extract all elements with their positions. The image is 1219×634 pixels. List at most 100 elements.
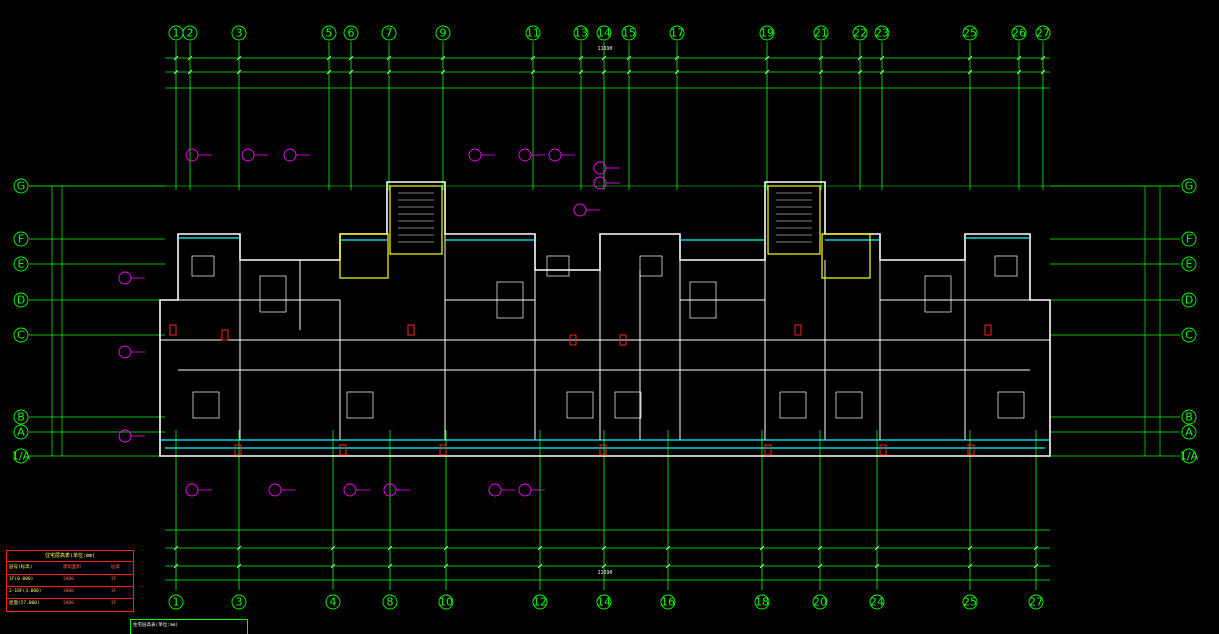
dimension-tick xyxy=(967,545,973,551)
dimension-tick xyxy=(443,545,449,551)
axis-label: B xyxy=(1185,411,1193,424)
axis-label: 24 xyxy=(870,596,884,609)
axis-bubble xyxy=(962,25,978,41)
dimension-tick xyxy=(879,55,885,61)
tag-bubble xyxy=(283,148,297,162)
axis-label: 1 xyxy=(173,596,180,609)
door-marker xyxy=(407,324,415,336)
outer-wall xyxy=(159,181,1051,457)
axis-bubble xyxy=(869,594,885,610)
elevator-shaft xyxy=(821,233,871,279)
axis-label: G xyxy=(1185,180,1194,193)
dimension-tick xyxy=(387,545,393,551)
door-marker xyxy=(599,444,607,456)
dimension-tick xyxy=(440,55,446,61)
axis-label: 1/A xyxy=(12,450,31,463)
axis-bubble xyxy=(1181,256,1197,272)
legend-cell: 屋面(57.000) xyxy=(9,601,40,606)
axis-label: 2 xyxy=(187,27,194,40)
dimension-tick xyxy=(665,563,671,569)
dimension-tick xyxy=(326,69,332,75)
axis-bubble xyxy=(621,25,637,41)
legend-title: 住宅层高表(单位:mm) xyxy=(7,551,133,562)
dimension-tick xyxy=(1033,563,1039,569)
furniture xyxy=(924,275,952,313)
axis-bubble xyxy=(596,594,612,610)
axis-label: 21 xyxy=(814,27,828,40)
axis-label: 16 xyxy=(661,596,675,609)
axis-bubble xyxy=(231,594,247,610)
legend-row: 2-18F(3.000) 3000 3F xyxy=(7,586,133,599)
dimension-tick xyxy=(236,545,242,551)
stair-core xyxy=(389,185,443,255)
axis-label: E xyxy=(1186,258,1193,271)
door-marker xyxy=(221,329,229,341)
axis-label: 25 xyxy=(963,596,977,609)
dimension-tick xyxy=(817,545,823,551)
dimension-tick xyxy=(601,545,607,551)
axis-bubble xyxy=(1181,231,1197,247)
axis-bubble xyxy=(382,594,398,610)
axis-label: E xyxy=(18,258,25,271)
axis-bubble xyxy=(13,178,29,194)
furniture xyxy=(614,391,642,419)
window-lines xyxy=(160,237,1050,449)
axis-bubble xyxy=(1181,424,1197,440)
axis-label: 1/A xyxy=(1180,450,1199,463)
stair-core xyxy=(767,185,821,255)
legend-cell: 层高 xyxy=(111,565,120,570)
axis-label: D xyxy=(17,294,25,307)
dimension-tick xyxy=(173,563,179,569)
tag-bubble xyxy=(185,483,199,497)
tag-bubble xyxy=(468,148,482,162)
axis-label: 15 xyxy=(622,27,636,40)
axis-label: G xyxy=(17,180,26,193)
axis-bubble xyxy=(13,424,29,440)
tag-bubble xyxy=(488,483,502,497)
axis-bubble xyxy=(168,594,184,610)
axis-label: F xyxy=(1186,233,1192,246)
axis-bubble xyxy=(13,292,29,308)
legend-cell: 3000 xyxy=(63,577,74,582)
axis-label: 10 xyxy=(439,596,453,609)
axis-bubble xyxy=(813,25,829,41)
legend-cell: 3F xyxy=(111,601,117,606)
legend-cell: 3F xyxy=(111,589,117,594)
bed xyxy=(639,255,663,277)
dimension-tick xyxy=(348,55,354,61)
furniture xyxy=(835,391,863,419)
axis-bubble xyxy=(1181,327,1197,343)
axis-label: 26 xyxy=(1012,27,1026,40)
bed xyxy=(191,255,215,277)
axis-label: 12 xyxy=(533,596,547,609)
axis-label: 8 xyxy=(387,596,394,609)
dimension-tick xyxy=(173,69,179,75)
door-marker xyxy=(339,444,347,456)
axis-label: 4 xyxy=(330,596,337,609)
bed xyxy=(994,255,1018,277)
axis-bubble xyxy=(1028,594,1044,610)
dimension-tick xyxy=(857,55,863,61)
axis-label: 11 xyxy=(526,27,540,40)
axis-label: 23 xyxy=(875,27,889,40)
axis-bubble xyxy=(381,25,397,41)
axis-label: 9 xyxy=(440,27,447,40)
dimension-tick xyxy=(530,69,536,75)
legend-cell: 建筑面积 xyxy=(63,565,81,570)
dimension-tick xyxy=(626,55,632,61)
fixtures xyxy=(169,255,1025,456)
dimension-tick xyxy=(537,563,543,569)
dimension-tick xyxy=(443,563,449,569)
bed xyxy=(546,255,570,277)
axis-label: 7 xyxy=(386,27,393,40)
axis-bubble xyxy=(435,25,451,41)
dimension-tick xyxy=(674,55,680,61)
dimension-tick xyxy=(537,545,543,551)
legend-cell: 3000 xyxy=(63,589,74,594)
axis-label: A xyxy=(1185,426,1193,439)
axis-bubble xyxy=(660,594,676,610)
axis-bubble xyxy=(231,25,247,41)
legend-row: 层号(标高) 建筑面积 层高 xyxy=(7,562,133,575)
axis-bubble xyxy=(13,231,29,247)
